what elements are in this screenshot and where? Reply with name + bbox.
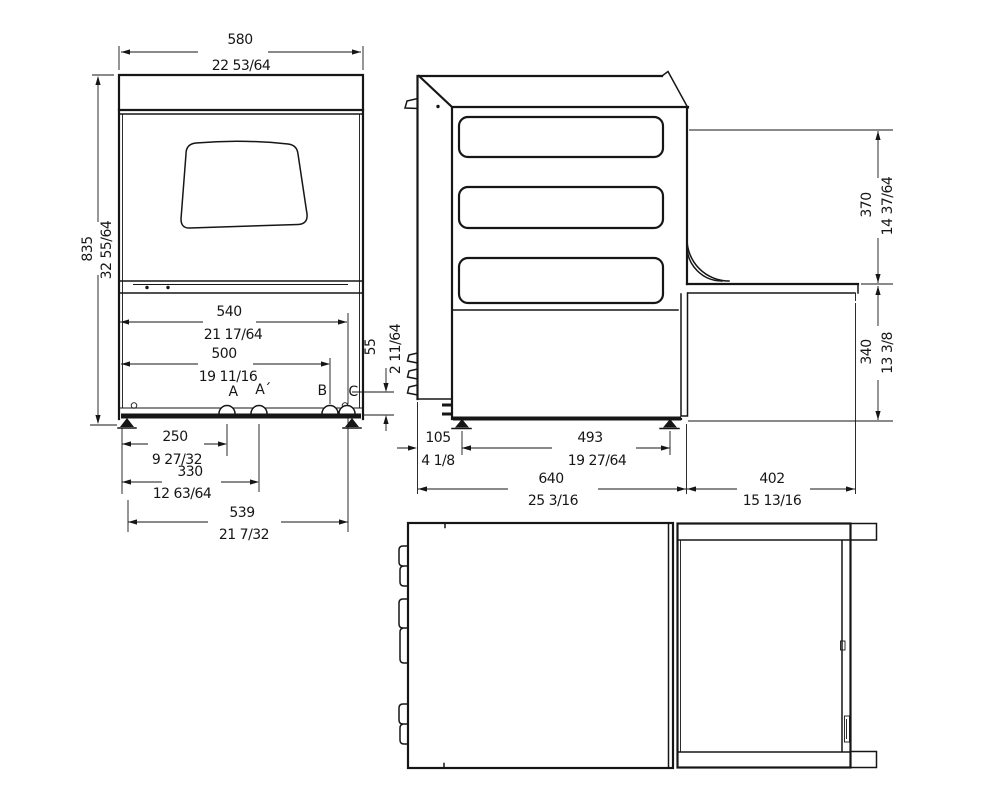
dim-402-inch: 15 13/16 xyxy=(743,493,802,509)
label-a-prime: A´ xyxy=(255,382,271,398)
front-view-outline xyxy=(117,73,365,429)
dim-580-mm: 580 xyxy=(227,32,252,48)
dim-370-mm: 370 xyxy=(859,192,875,217)
side-view: 105 4 1/8 493 19 27/64 640 25 3/16 402 1… xyxy=(397,70,896,509)
dim-402-mm: 402 xyxy=(759,471,784,487)
dim-55-inch: 2 11/64 xyxy=(388,323,404,374)
dim-540-inch: 21 17/64 xyxy=(204,327,263,343)
dim-250-inch: 9 27/32 xyxy=(152,452,202,468)
top-view-outline xyxy=(398,521,878,770)
dim-493-inch: 19 27/64 xyxy=(568,453,627,469)
dim-330-inch: 12 63/64 xyxy=(153,486,212,502)
dim-500-mm: 500 xyxy=(211,346,236,362)
dim-370-inch: 14 37/64 xyxy=(880,176,896,235)
dim-250-mm: 250 xyxy=(162,429,187,445)
side-view-dimensions xyxy=(397,129,893,494)
label-c: C xyxy=(348,384,358,400)
dim-539-mm: 539 xyxy=(229,505,254,521)
dim-340-mm: 340 xyxy=(859,339,875,364)
side-view-outline xyxy=(404,70,860,430)
dim-500-inch: 19 11/16 xyxy=(199,369,258,385)
dim-835-inch: 32 55/64 xyxy=(99,220,115,279)
dim-493-mm: 493 xyxy=(577,430,602,446)
front-view: 580 22 53/64 835 32 55/64 540 21 17/64 5… xyxy=(80,32,404,543)
dim-330-mm: 330 xyxy=(177,464,202,480)
dim-540-mm: 540 xyxy=(216,304,241,320)
dim-105-mm: 105 xyxy=(425,430,450,446)
dim-580-inch: 22 53/64 xyxy=(212,58,271,74)
dim-640-inch: 25 3/16 xyxy=(528,493,579,509)
dim-835-mm: 835 xyxy=(80,236,96,261)
label-b: B xyxy=(317,383,326,399)
label-a: A xyxy=(228,384,238,400)
front-view-dimensions xyxy=(90,46,394,532)
dim-340-inch: 13 3/8 xyxy=(880,332,896,374)
dim-640-mm: 640 xyxy=(538,471,563,487)
dim-105-inch: 4 1/8 xyxy=(421,453,454,469)
dim-539-inch: 21 7/32 xyxy=(219,527,269,543)
dim-55-mm: 55 xyxy=(363,339,379,356)
top-view xyxy=(398,521,878,770)
